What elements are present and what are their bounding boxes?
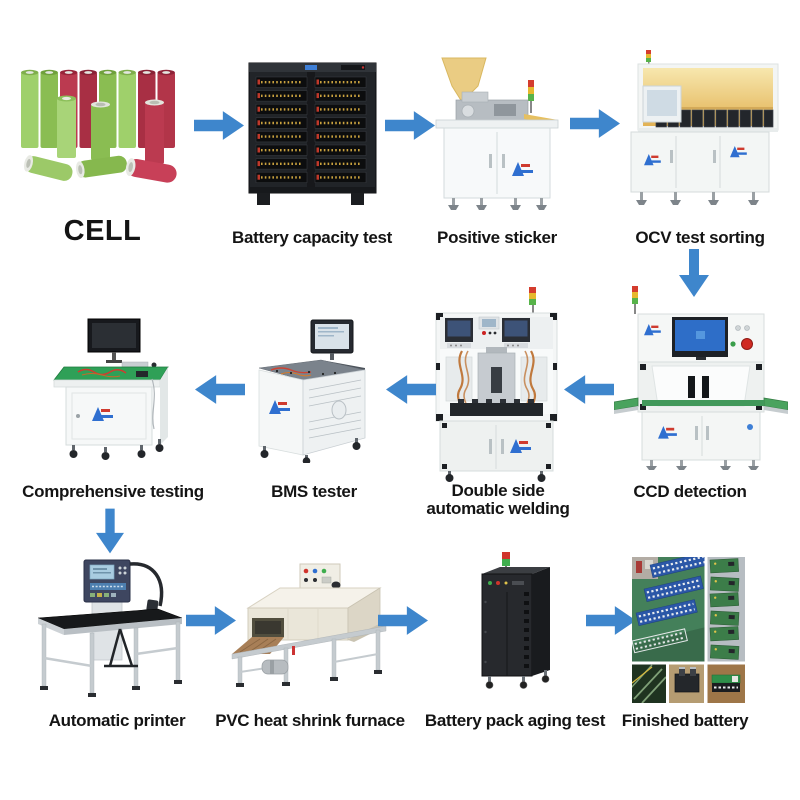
finished-battery-illustration xyxy=(632,557,745,703)
ccd-detection-machine-image xyxy=(614,286,788,470)
brand-logo xyxy=(730,146,747,158)
bms-tester-illustration xyxy=(258,319,366,463)
battery-capacity-test-illustration xyxy=(248,62,377,205)
ocv-test-sorting-illustration xyxy=(630,50,779,205)
ocv-test-sorting-machine-image xyxy=(616,50,784,214)
brand-logo xyxy=(658,426,677,439)
brand-logo xyxy=(512,162,533,176)
comprehensive-testing-illustration xyxy=(53,318,169,460)
positive-sticker-machine-image xyxy=(428,56,565,214)
stage-label-double-side-automatic-welding: Double side automatic welding xyxy=(398,481,598,519)
ccd-detection-illustration xyxy=(614,286,788,470)
stage-label-battery-pack-aging-test: Battery pack aging test xyxy=(424,711,606,730)
positive-sticker-illustration xyxy=(435,57,559,210)
battery-capacity-test-machine-image xyxy=(245,57,380,207)
pvc-heat-shrink-furnace-illustration xyxy=(231,563,387,687)
brand-logo xyxy=(644,154,661,166)
arrow-right-icon xyxy=(570,109,620,138)
double-side-welding-illustration xyxy=(435,287,558,482)
stage-label-bms-tester: BMS tester xyxy=(271,482,357,501)
arrow-down-icon xyxy=(96,507,124,555)
arrow-right-icon xyxy=(586,606,636,635)
arrow-left-icon xyxy=(195,375,245,404)
brand-logo xyxy=(92,407,113,421)
arrow-left-icon xyxy=(386,375,436,404)
double-side-welding-machine-image xyxy=(428,287,565,483)
brand-logo xyxy=(269,400,290,414)
automatic-printer-illustration xyxy=(37,559,183,697)
arrow-right-icon xyxy=(378,606,428,635)
pvc-heat-shrink-furnace-machine-image xyxy=(226,560,398,694)
stage-label-comprehensive-testing: Comprehensive testing xyxy=(22,482,204,501)
battery-pack-aging-test-machine-image xyxy=(460,550,564,692)
automatic-printer-machine-image xyxy=(34,554,196,700)
stage-label-line-2: automatic welding xyxy=(426,499,570,519)
finished-battery-photo-collage xyxy=(632,557,745,703)
stage-label-pvc-heat-shrink-furnace: PVC heat shrink furnace xyxy=(215,711,405,730)
stage-label-line-1: Double side xyxy=(451,481,545,500)
brand-logo xyxy=(644,324,661,336)
arrow-down-icon xyxy=(679,249,709,297)
stage-label-automatic-printer: Automatic printer xyxy=(48,711,186,730)
stage-label-positive-sticker: Positive sticker xyxy=(437,228,557,247)
comprehensive-testing-machine-image xyxy=(52,317,178,465)
stage-label-ocv-test-sorting: OCV test sorting xyxy=(635,228,765,247)
arrow-left-icon xyxy=(564,375,614,404)
cell-batteries-illustration xyxy=(21,69,177,183)
arrow-right-icon xyxy=(194,111,244,140)
cell-batteries-image xyxy=(15,62,185,187)
stage-label-ccd-detection: CCD detection xyxy=(633,482,747,501)
arrow-right-icon xyxy=(186,606,236,635)
bms-tester-machine-image xyxy=(251,318,377,463)
stage-label-cell: CELL xyxy=(63,215,142,247)
battery-pack-aging-test-illustration xyxy=(481,552,550,689)
arrow-right-icon xyxy=(385,111,435,140)
stage-label-battery-capacity-test: Battery capacity test xyxy=(232,228,392,247)
brand-logo xyxy=(510,439,531,453)
stage-label-finished-battery: Finished battery xyxy=(621,711,749,730)
